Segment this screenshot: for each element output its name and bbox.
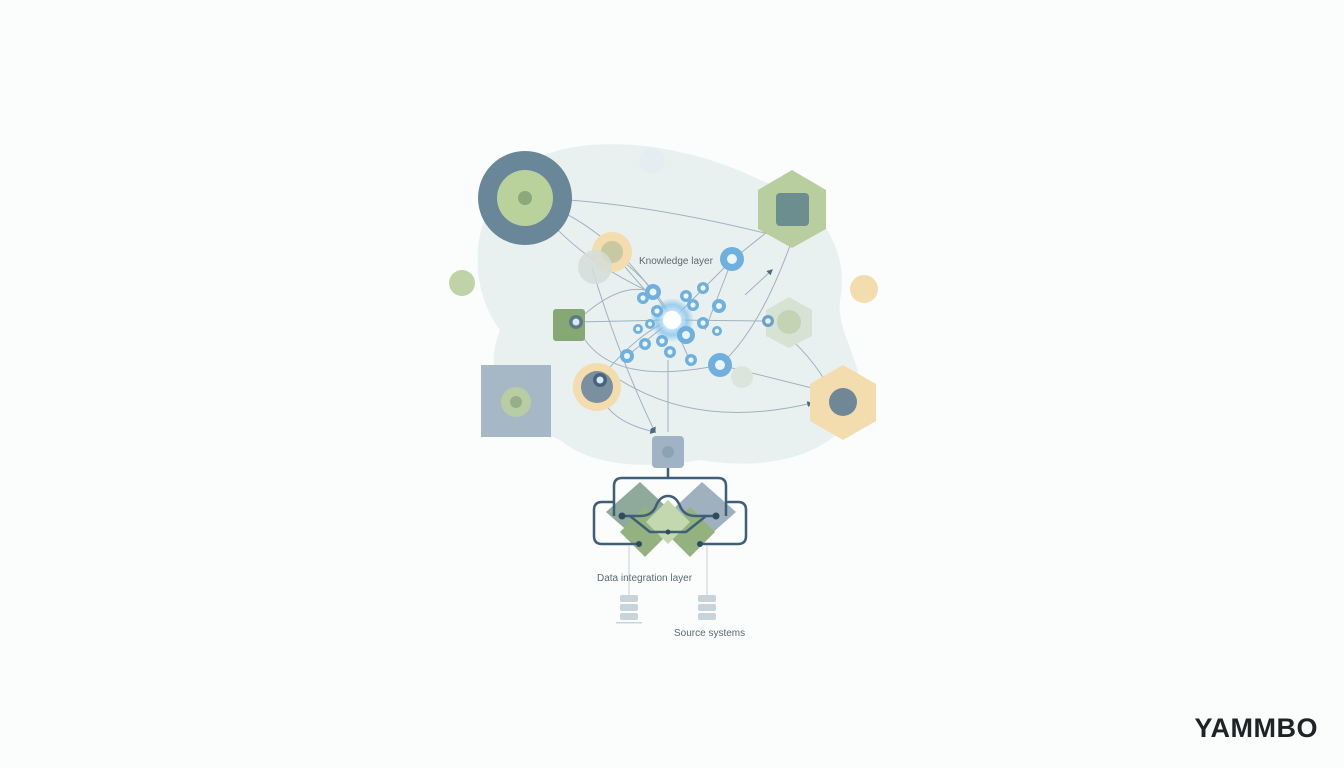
integration-hub-node bbox=[652, 436, 684, 468]
floating-dot-pale bbox=[731, 366, 753, 388]
source-systems-label: Source systems bbox=[674, 628, 745, 639]
knowledge-layer-label: Knowledge layer bbox=[639, 256, 714, 267]
node-sand-ring bbox=[578, 232, 632, 284]
data-integration-layer bbox=[592, 468, 748, 557]
node-green-square bbox=[553, 309, 585, 341]
floating-dot-left bbox=[449, 270, 475, 296]
node-hexagon-sand bbox=[810, 365, 876, 440]
data-integration-layer-label: Data integration layer bbox=[597, 573, 693, 584]
database-icon bbox=[698, 595, 716, 620]
node-target-circle bbox=[478, 151, 572, 245]
node-hexagon-pale bbox=[762, 297, 812, 348]
knowledge-graph-nodes bbox=[620, 247, 744, 377]
node-sand-dark-circle bbox=[573, 363, 621, 411]
floating-dot-right bbox=[850, 275, 878, 303]
node-steel-square bbox=[481, 365, 551, 437]
node-hexagon-green bbox=[758, 170, 826, 248]
source-system-connectors bbox=[628, 546, 708, 595]
floating-dot-top bbox=[639, 148, 665, 174]
brand-logo: YAMMBO bbox=[1194, 713, 1318, 743]
database-icon bbox=[616, 595, 642, 624]
